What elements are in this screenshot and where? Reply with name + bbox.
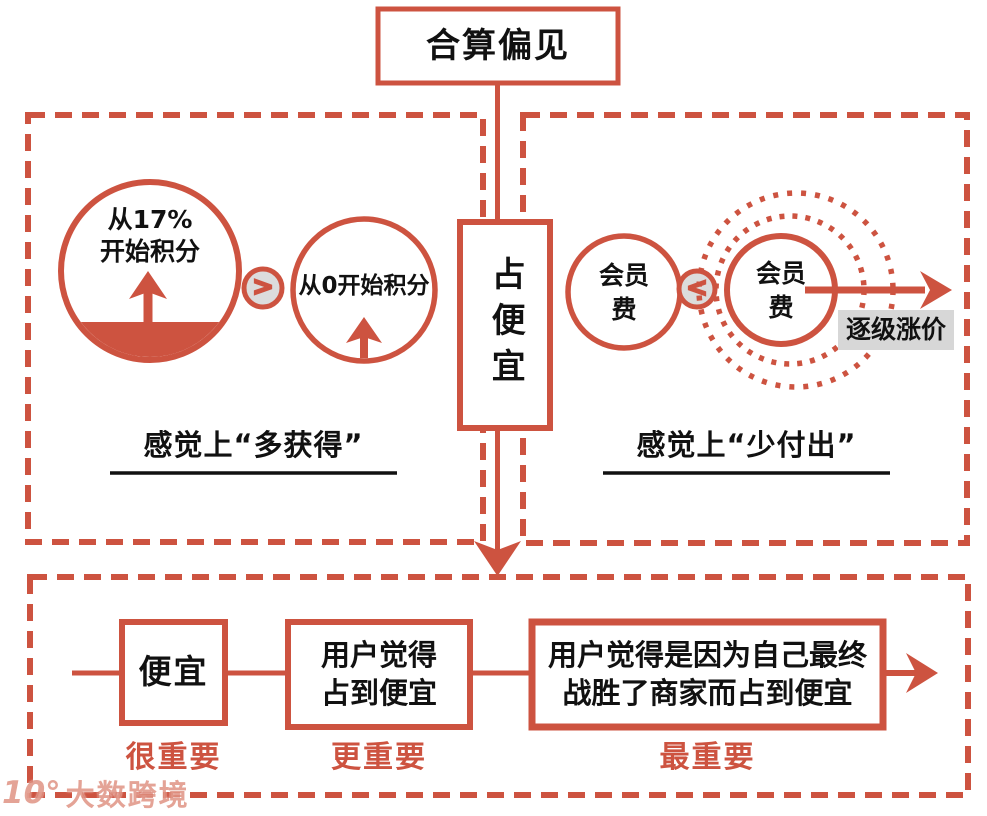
right-arrow-icon xyxy=(920,271,952,309)
watermark: 10° 大数跨境 xyxy=(2,772,190,814)
importance-label-1: 很重要 xyxy=(125,739,222,775)
flow-box2-label: 用户觉得 占到便宜 xyxy=(288,622,470,727)
up-arrow-shaft xyxy=(143,292,153,326)
flow-box2-line1: 用户觉得 xyxy=(320,637,437,672)
up-arrow-icon xyxy=(129,271,167,299)
member-fee-left-line1: 会员 xyxy=(598,261,649,291)
member-fee-right-line2: 费 xyxy=(768,293,794,322)
greater-than-icon: > xyxy=(251,271,275,303)
title-box xyxy=(375,6,621,86)
member-fee-right-line1: 会员 xyxy=(755,259,806,289)
watermark-logo-icon: 10° xyxy=(2,775,61,811)
flow-arrow-icon xyxy=(906,653,938,693)
less-than-icon: < xyxy=(685,272,709,304)
importance-label-3: 最重要 xyxy=(659,739,756,775)
left-panel-caption: 感觉上“多获得” xyxy=(143,428,364,463)
right-panel-border xyxy=(520,112,970,546)
flow-box3-label: 用户觉得是因为自己最终 战胜了商家而占到便宜 xyxy=(532,622,883,727)
flow-box2-border xyxy=(285,619,473,730)
points-17-line2: 开始积分 xyxy=(99,237,200,266)
up-arrow-icon-small xyxy=(346,317,382,343)
center-node-box xyxy=(457,219,553,431)
flow-box1-label: 便宜 xyxy=(138,652,209,692)
watermark-text: 大数跨境 xyxy=(65,778,190,812)
flow-box2-line2: 占到便宜 xyxy=(320,675,437,710)
bottom-panel-border xyxy=(27,574,971,798)
up-arrow-shaft-small xyxy=(360,337,368,358)
member-fee-right-label: 会员 费 xyxy=(726,256,836,326)
left-panel-border xyxy=(25,112,486,545)
center-node-label: 占便宜 xyxy=(485,256,526,394)
points-0-label: 从0开始积分 xyxy=(298,273,430,300)
diagram-title: 合算偏见 xyxy=(426,25,570,66)
right-panel-caption: 感觉上“少付出” xyxy=(636,428,857,463)
greater-than-circle xyxy=(241,266,285,310)
points-17-label: 从17% 开始积分 xyxy=(58,196,242,276)
down-arrow-icon xyxy=(474,541,521,576)
points-0-circle xyxy=(290,216,438,364)
importance-label-2: 更重要 xyxy=(331,739,427,775)
member-fee-left-line2: 费 xyxy=(611,295,637,324)
less-than-circle xyxy=(676,268,718,310)
flow-box3-line1: 用户觉得是因为自己最终 xyxy=(547,637,867,672)
price-arrow-label: 逐级涨价 xyxy=(838,310,954,350)
points-17-line1: 从17% xyxy=(107,204,193,234)
flow-box3-line2: 战胜了商家而占到便宜 xyxy=(562,675,853,710)
member-fee-left-label: 会员 费 xyxy=(568,258,680,328)
points-17-circle xyxy=(58,179,242,363)
